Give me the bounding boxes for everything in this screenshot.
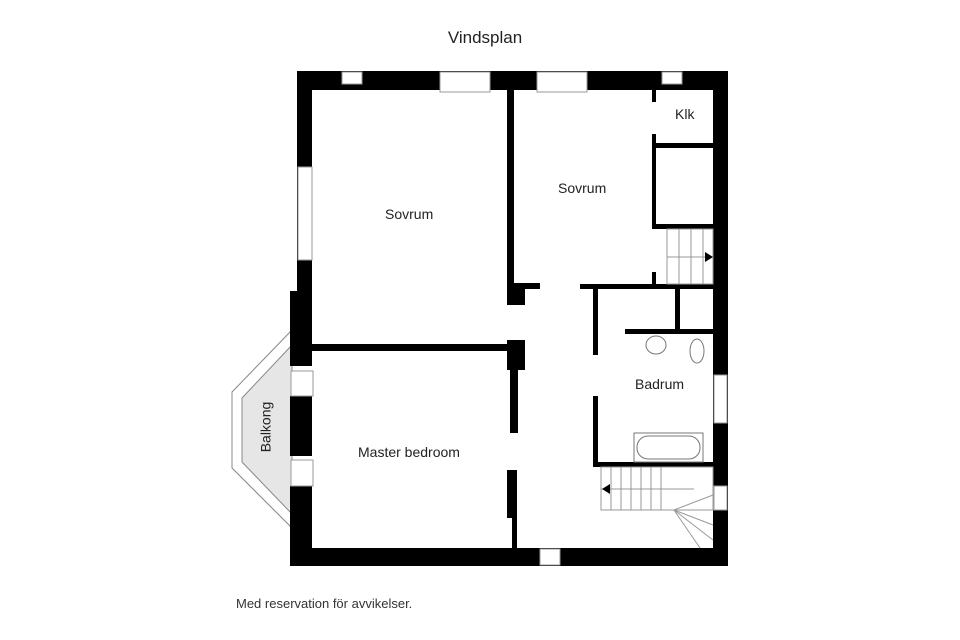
walls bbox=[290, 71, 728, 566]
disclaimer-text: Med reservation för avvikelser. bbox=[236, 596, 413, 611]
windows bbox=[290, 71, 728, 566]
fixtures bbox=[633, 335, 705, 463]
room-label-master-bedroom: Master bedroom bbox=[358, 444, 460, 460]
room-label-sovrum-2: Sovrum bbox=[558, 180, 607, 196]
plan-title: Vindsplan bbox=[447, 28, 523, 47]
room-label-klk: Klk bbox=[675, 106, 695, 122]
balcony bbox=[231, 328, 293, 530]
room-label-badrum: Badrum bbox=[635, 376, 685, 392]
stairs-lower bbox=[600, 466, 714, 549]
room-label-balkong: Balkong bbox=[257, 401, 274, 453]
stairs-upper bbox=[666, 228, 714, 285]
room-label-sovrum-1: Sovrum bbox=[385, 206, 434, 222]
